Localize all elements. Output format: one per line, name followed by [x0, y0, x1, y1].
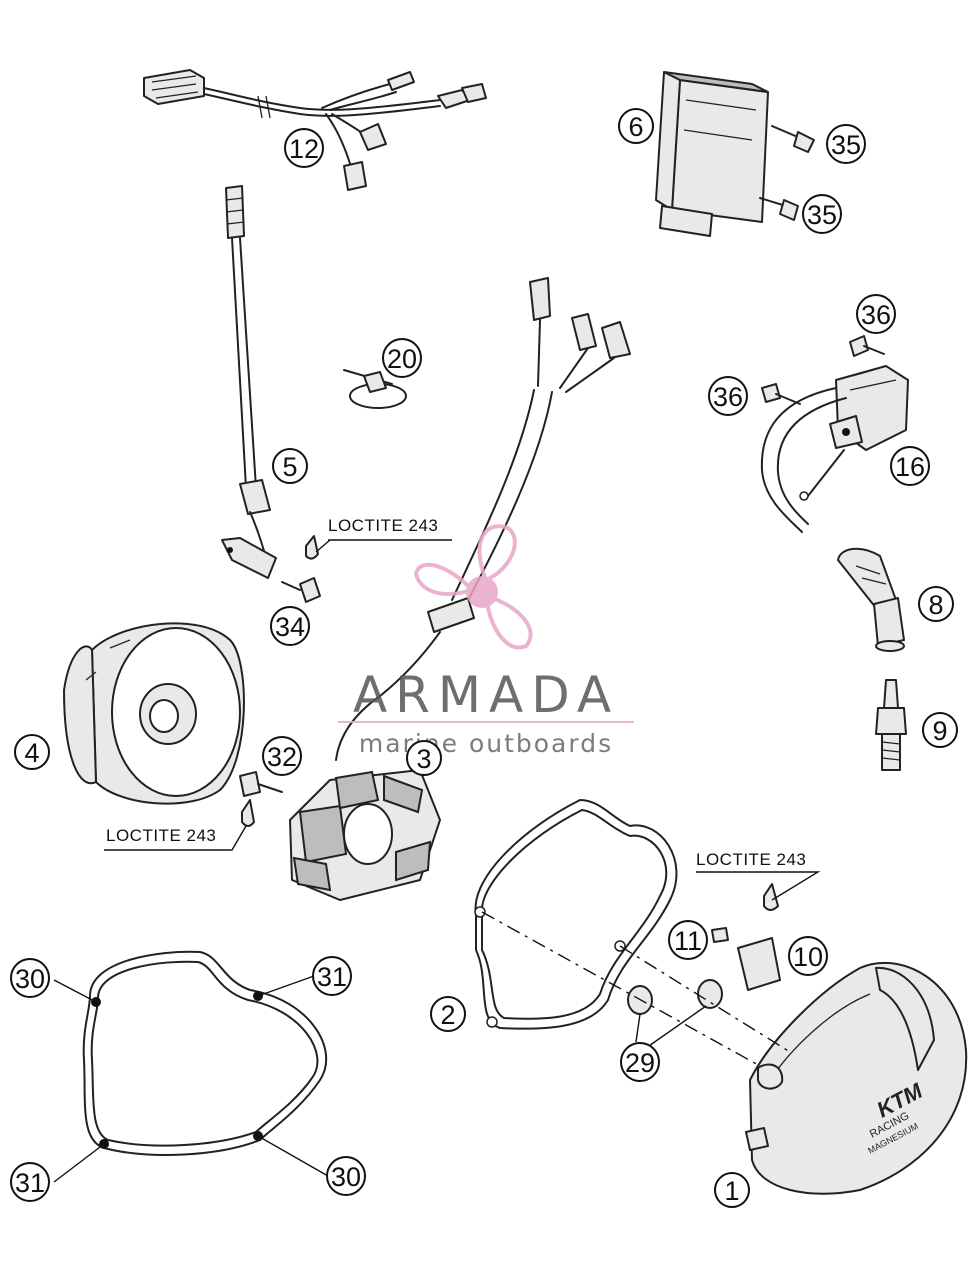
callout-1: 1 [714, 1172, 750, 1208]
callout-2: 2 [430, 996, 466, 1032]
callout-35-bottom-label: 35 [807, 200, 837, 230]
callout-29: 29 [620, 1042, 660, 1082]
callout-30-bottom-label: 30 [331, 1162, 361, 1192]
callout-11: 11 [668, 920, 708, 960]
screw-36-lower [761, 383, 801, 405]
loctite-label-top: LOCTITE 243 [328, 516, 438, 535]
callout-31-bottom-label: 31 [15, 1168, 45, 1198]
callout-12-label: 12 [289, 134, 319, 164]
cable-tie-part [343, 369, 407, 409]
callout-11-label: 11 [674, 926, 702, 956]
ignition-coil-part [760, 365, 909, 533]
callout-9-label: 9 [932, 716, 947, 746]
watermark-tagline: marine outboards [359, 729, 613, 758]
stator-part [289, 277, 631, 901]
watermark-brand: ARMADA [353, 666, 619, 724]
callout-3: 3 [406, 740, 442, 776]
callout-32: 32 [262, 736, 302, 776]
callout-8: 8 [918, 586, 954, 622]
leader-lines [53, 539, 821, 1183]
loctite-label-right: LOCTITE 243 [696, 850, 806, 869]
callout-20-label: 20 [387, 344, 417, 374]
callout-5-label: 5 [282, 452, 297, 482]
callout-34-label: 34 [275, 612, 305, 642]
callout-3-label: 3 [416, 744, 431, 774]
screw-35-upper [771, 125, 815, 153]
callout-30-top-label: 30 [15, 964, 45, 994]
callout-36-top-label: 36 [861, 300, 891, 330]
plate-10-part [737, 937, 781, 991]
callout-34: 34 [270, 606, 310, 646]
callout-16: 16 [890, 446, 930, 486]
callout-30-bottom: 30 [326, 1156, 366, 1196]
callout-1-label: 1 [724, 1176, 739, 1206]
callout-6-label: 6 [628, 112, 643, 142]
spark-plug-cap-part [837, 547, 905, 652]
callout-31-top: 31 [312, 956, 352, 996]
callout-4-label: 4 [24, 738, 39, 768]
bolt-32-part [239, 771, 283, 827]
gasket-30-31-part [82, 950, 328, 1156]
assembly-line-upper [481, 911, 761, 1067]
callout-30-top: 30 [10, 958, 50, 998]
callout-20: 20 [382, 338, 422, 378]
callout-10-label: 10 [793, 942, 823, 972]
pickup-sensor-part [221, 185, 277, 579]
callout-10: 10 [788, 936, 828, 976]
callout-36-top: 36 [856, 294, 896, 334]
propeller-logo-icon [413, 524, 533, 650]
callout-6: 6 [618, 108, 654, 144]
callout-12: 12 [284, 128, 324, 168]
sleeve-29-part [627, 979, 723, 1015]
armada-watermark: ARMADA marine outboards [338, 524, 634, 758]
callout-35-top-label: 35 [831, 130, 861, 160]
callout-36-left-label: 36 [713, 382, 743, 412]
callout-16-label: 16 [895, 452, 925, 482]
assembly-line-lower [619, 945, 791, 1053]
bolt-34-part [281, 535, 321, 603]
loctite-label-left: LOCTITE 243 [106, 826, 216, 845]
callout-36-left: 36 [708, 376, 748, 416]
ignition-cover-part: KTM RACING MAGNESIUM [745, 961, 968, 1195]
callout-35-top: 35 [826, 124, 866, 164]
callout-2-label: 2 [440, 1000, 455, 1030]
wiring-harness-part [143, 69, 487, 191]
screw-35-lower [759, 197, 799, 221]
callout-9: 9 [922, 712, 958, 748]
cdi-unit-part [655, 71, 769, 237]
callout-8-label: 8 [928, 590, 943, 620]
spark-plug-part [875, 679, 907, 771]
callout-31-top-label: 31 [317, 962, 347, 992]
gasket-2-part [474, 799, 678, 1030]
bolt-11-part [711, 883, 779, 943]
callout-4: 4 [14, 734, 50, 770]
flywheel-part [63, 622, 245, 805]
screw-36-upper [849, 335, 885, 357]
callout-35-bottom: 35 [802, 194, 842, 234]
callout-32-label: 32 [267, 742, 297, 772]
callout-29-label: 29 [625, 1048, 655, 1078]
callout-5: 5 [272, 448, 308, 484]
callout-31-bottom: 31 [10, 1162, 50, 1202]
